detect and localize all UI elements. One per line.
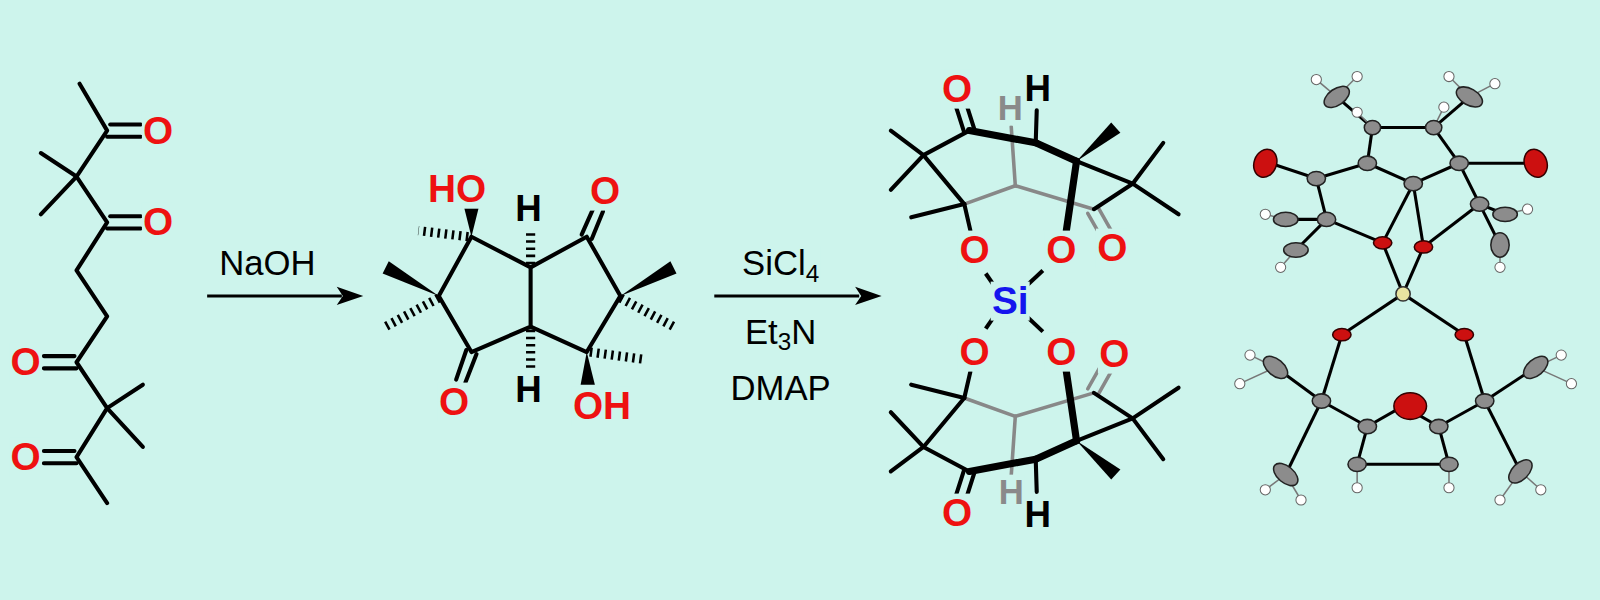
- atom-label: H: [514, 371, 543, 408]
- atom-label: H: [997, 91, 1024, 126]
- atom-label: O: [9, 438, 41, 477]
- hashed-bonds: [386, 229, 674, 370]
- atom-label: H: [1023, 70, 1052, 107]
- atom-label: O: [589, 171, 621, 210]
- si-o-bonds: [986, 270, 1043, 331]
- atom-label: OH: [572, 387, 632, 426]
- atom-label: O: [958, 333, 990, 372]
- atom-label: O: [958, 231, 990, 270]
- atom-label: O: [9, 343, 41, 382]
- bicyclic-diol-structure: [439, 207, 621, 383]
- reagent-label: Et3N: [744, 314, 817, 349]
- atom-label: O: [1096, 229, 1128, 268]
- cage-half-structure: [891, 365, 1179, 498]
- atom-label: H: [1023, 497, 1052, 534]
- atom-label: O: [941, 494, 973, 533]
- atom-label: O: [142, 203, 174, 242]
- wedge-bonds: [383, 208, 677, 385]
- atom-label: O: [438, 383, 470, 422]
- atom-label: O: [941, 69, 973, 108]
- reaction-arrow: [714, 287, 881, 305]
- atom-label: HO: [427, 169, 487, 208]
- atom-label: O: [1045, 333, 1077, 372]
- atom-label: H: [514, 191, 543, 228]
- reaction-arrow: [207, 287, 363, 305]
- atom-label: Si: [991, 282, 1030, 321]
- atom-label: O: [1045, 231, 1077, 270]
- cage-half-structure: [891, 104, 1179, 237]
- atom-label: O: [142, 111, 174, 150]
- crystal-structure-ortep: [1235, 71, 1577, 505]
- atom-label: O: [1098, 335, 1130, 374]
- reagent-label: NaOH: [218, 246, 316, 281]
- tetraketone-structure: [41, 84, 143, 503]
- atom-label: H: [998, 474, 1025, 509]
- reagent-label: DMAP: [729, 370, 831, 405]
- reagent-label: SiCl4: [741, 246, 820, 281]
